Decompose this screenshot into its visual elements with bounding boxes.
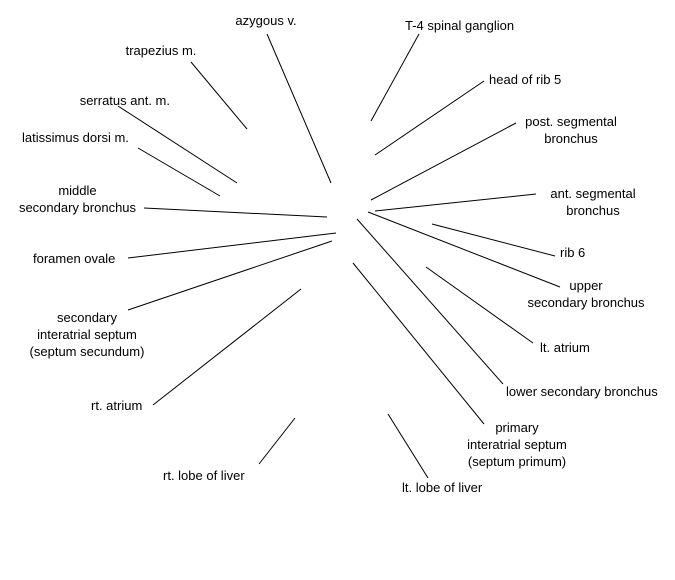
label-line: T-4 spinal ganglion <box>405 18 515 33</box>
label-serratus-ant-m: serratus ant. m. <box>40 92 170 109</box>
label-line: bronchus <box>566 203 620 218</box>
leader-middle-sec-bronchus <box>143 207 328 218</box>
label-middle-secondary-bronchus: middle secondary bronchus <box>0 182 155 216</box>
leader-latissimus <box>137 147 221 197</box>
label-line: rt. lobe of liver <box>163 468 245 483</box>
label-line: rt. atrium <box>91 398 143 413</box>
label-rib-6: rib 6 <box>560 244 620 261</box>
label-line: (septum secundum) <box>29 344 145 359</box>
leader-ant-seg-bronchus <box>374 193 537 212</box>
leader-t4-ganglion <box>370 33 420 122</box>
leader-upper-sec-bronchus <box>367 211 561 288</box>
leader-azygous <box>266 33 332 184</box>
leader-lt-atrium <box>425 266 534 344</box>
label-secondary-interatrial-septum: secondary interatrial septum (septum sec… <box>12 309 162 360</box>
label-line: lower secondary bronchus <box>506 384 658 399</box>
label-line: head of rib 5 <box>489 72 562 87</box>
label-post-segmental-bronchus: post. segmental bronchus <box>511 113 631 147</box>
leader-serratus <box>117 105 238 184</box>
label-line: interatrial septum <box>37 327 137 342</box>
label-line: latissimus dorsi m. <box>22 130 129 145</box>
leader-lower-sec-bronchus <box>356 218 504 385</box>
label-ant-segmental-bronchus: ant. segmental bronchus <box>528 185 658 219</box>
label-line: primary <box>495 420 539 435</box>
leader-rt-lobe-liver <box>258 417 296 465</box>
label-line: middle <box>58 183 97 198</box>
label-primary-interatrial-septum: primary interatrial septum (septum primu… <box>447 419 587 470</box>
label-line: trapezius m. <box>125 43 197 58</box>
label-upper-secondary-bronchus: upper secondary bronchus <box>516 277 656 311</box>
leader-rt-atrium <box>152 288 302 406</box>
label-rt-atrium: rt. atrium <box>91 397 161 414</box>
leader-post-seg-bronchus <box>370 122 517 201</box>
leader-trapezius <box>190 61 248 130</box>
label-line: secondary bronchus <box>527 295 645 310</box>
label-trapezius-m: trapezius m. <box>116 42 206 59</box>
label-foramen-ovale: foramen ovale <box>33 250 133 267</box>
label-lower-secondary-bronchus: lower secondary bronchus <box>506 383 671 400</box>
leader-lt-lobe-liver <box>387 413 429 479</box>
label-line: azygous v. <box>235 13 297 28</box>
leader-rib6 <box>431 223 556 257</box>
leader-septum-secundum <box>127 240 333 311</box>
label-line: lt. atrium <box>540 340 590 355</box>
label-lt-lobe-of-liver: lt. lobe of liver <box>402 479 512 496</box>
label-line: secondary bronchus <box>18 200 137 215</box>
label-line: post. segmental <box>525 114 617 129</box>
label-line: interatrial septum <box>467 437 567 452</box>
label-line: upper <box>569 278 603 293</box>
label-azygous-v: azygous v. <box>226 12 306 29</box>
label-rt-lobe-of-liver: rt. lobe of liver <box>163 467 273 484</box>
label-line: rib 6 <box>560 245 586 260</box>
label-line: bronchus <box>544 131 598 146</box>
leader-head-rib5 <box>374 80 485 156</box>
label-line: foramen ovale <box>33 251 116 266</box>
label-line: secondary <box>57 310 117 325</box>
leader-foramen-ovale <box>127 232 337 259</box>
label-line: serratus ant. m. <box>79 93 170 108</box>
label-line: lt. lobe of liver <box>402 480 483 495</box>
label-latissimus-dorsi-m: latissimus dorsi m. <box>22 129 172 146</box>
label-lt-atrium: lt. atrium <box>540 339 620 356</box>
label-head-of-rib-5: head of rib 5 <box>489 71 589 88</box>
leader-septum-primum <box>352 262 485 425</box>
label-line: (septum primum) <box>467 454 567 469</box>
label-t4-spinal-ganglion: T-4 spinal ganglion <box>405 17 545 34</box>
label-line: ant. segmental <box>550 186 636 201</box>
